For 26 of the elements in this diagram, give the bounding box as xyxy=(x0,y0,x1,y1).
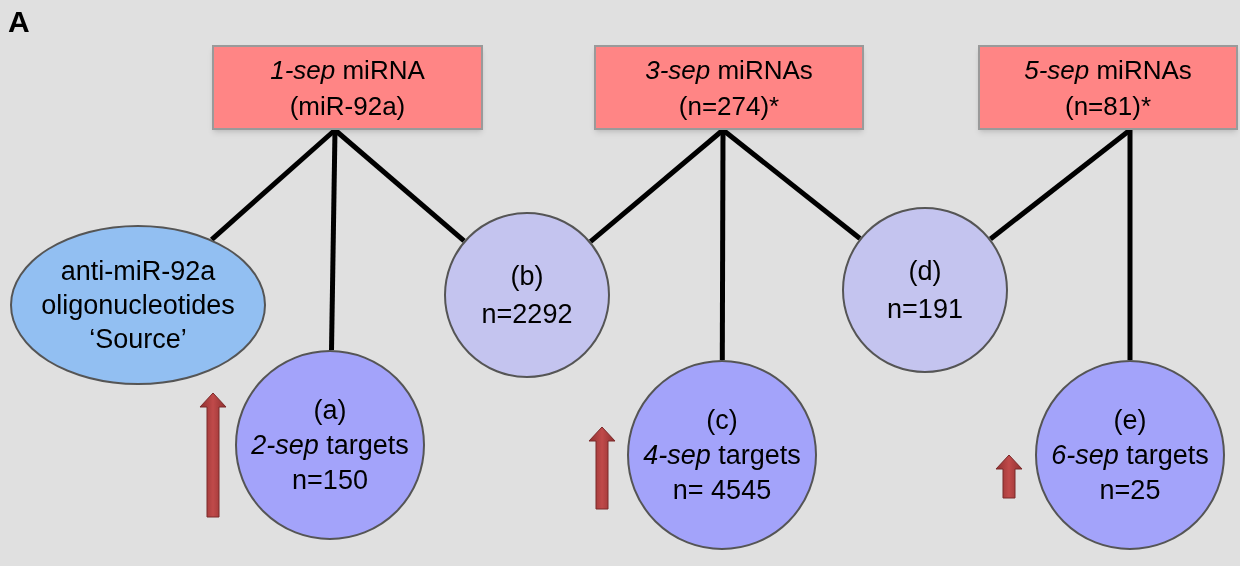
node-text: n=150 xyxy=(292,463,368,497)
node-text: anti-miR-92a oligonucleotides ‘Source’ xyxy=(40,255,236,356)
node-text: (c) xyxy=(706,403,738,437)
node-text: 1-sep miRNA xyxy=(270,53,425,87)
node-text: (e) xyxy=(1113,403,1147,437)
node-text: n=2292 xyxy=(481,298,573,331)
node-text: 5-sep miRNAs xyxy=(1024,53,1192,87)
node-text: n= 4545 xyxy=(672,473,772,507)
node-text: n=191 xyxy=(887,293,963,326)
connector-line xyxy=(1127,130,1133,360)
node-text: n=25 xyxy=(1099,473,1161,507)
node-text: (n=81)* xyxy=(1065,89,1151,123)
mirna-box xyxy=(978,45,1238,130)
node-text: 3-sep miRNAs xyxy=(645,53,813,87)
node-text: (miR-92a) xyxy=(289,89,406,123)
panel-letter: A xyxy=(8,4,30,40)
node-text: 2-sep targets xyxy=(251,428,409,462)
node-text: (a) xyxy=(313,393,347,427)
mirna-box xyxy=(594,45,864,130)
connector-line xyxy=(719,130,726,360)
node-text: 4-sep targets xyxy=(643,438,801,472)
node-text: 6-sep targets xyxy=(1051,438,1209,472)
node-text: (n=274)* xyxy=(678,89,780,123)
node-text: (d) xyxy=(908,255,942,288)
mirna-box xyxy=(212,45,483,130)
node-text: (b) xyxy=(510,260,544,293)
